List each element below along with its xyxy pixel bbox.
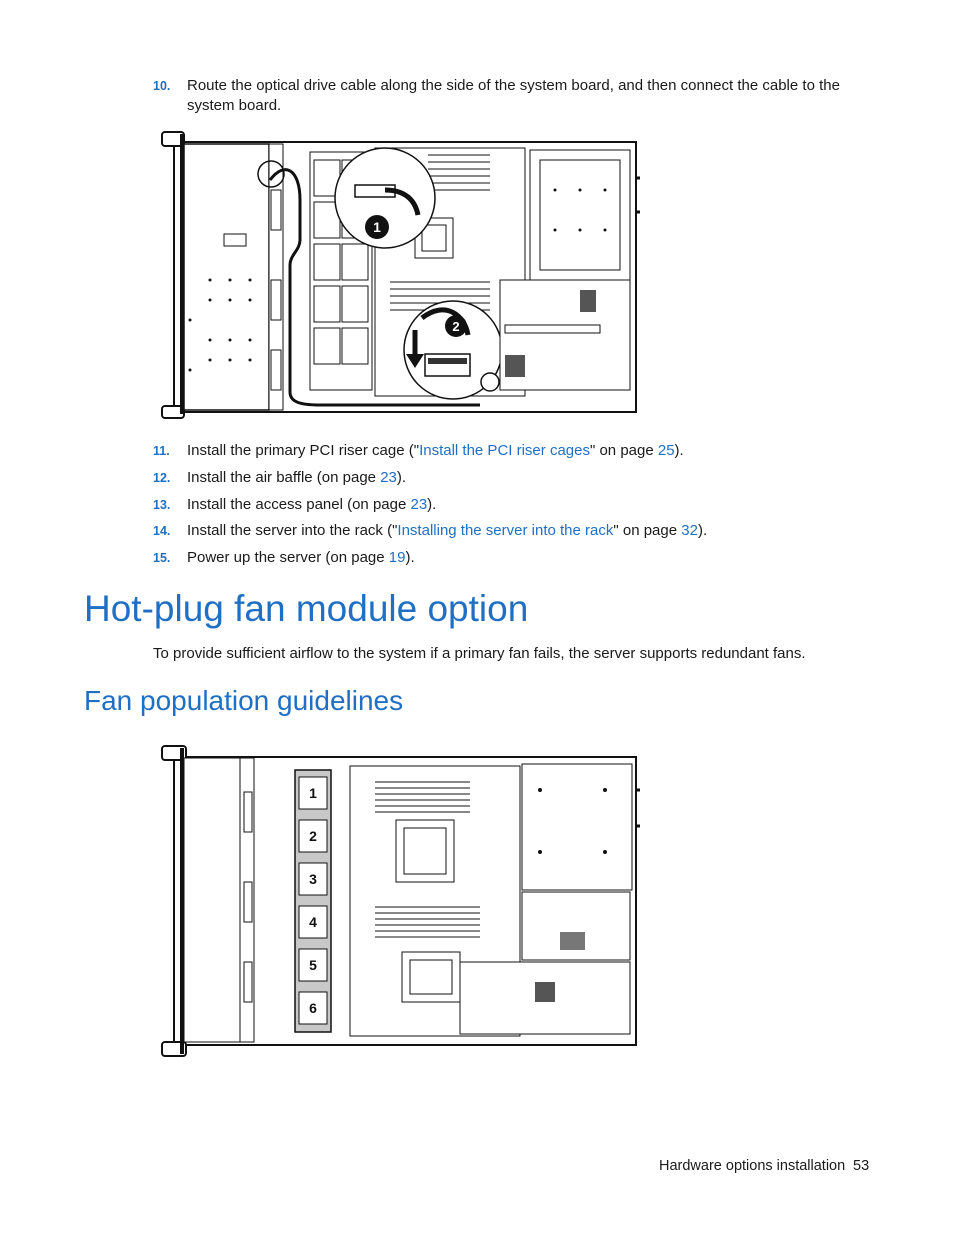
link-install-pci-riser-cages[interactable]: Install the PCI riser cages [419, 442, 590, 459]
fan-label-4: 4 [309, 914, 317, 930]
fan-slots: 1 2 3 4 5 6 [298, 776, 328, 1025]
page-link-19[interactable]: 19 [388, 549, 406, 566]
step-text: ). [697, 522, 708, 539]
link-installing-server-into-rack[interactable]: Installing the server into the rack [397, 522, 614, 539]
step-text: Route the optical drive cable along the … [187, 77, 840, 94]
page-link-23[interactable]: 23 [380, 469, 397, 486]
step-text: Install the air baffle (on page [187, 469, 381, 486]
step-text: ). [427, 496, 437, 513]
step-text: ). [396, 469, 407, 486]
callout-1: 1 [373, 219, 381, 235]
optical-cable-routing-figure: 1 2 [161, 131, 640, 419]
step-text: Install the access panel (on page [187, 496, 411, 513]
step-number: 13. [153, 498, 171, 512]
step-number: 12. [153, 471, 171, 485]
step-text: Install the primary PCI riser cage (" [187, 442, 420, 459]
subsection-heading: Fan population guidelines [84, 685, 404, 716]
step-number: 15. [153, 551, 171, 565]
step-text: Install the server into the rack (" [187, 522, 398, 539]
fan-label-3: 3 [309, 871, 317, 887]
step-number: 14. [153, 524, 171, 538]
step-number: 10. [153, 79, 171, 93]
page-link-25[interactable]: 25 [657, 442, 675, 459]
section-heading: Hot-plug fan module option [84, 588, 529, 629]
footer-section-title: Hardware options installation [659, 1158, 846, 1174]
step-text-continued: system board. [187, 97, 282, 114]
page-link-32[interactable]: 32 [681, 522, 698, 539]
page-link-23[interactable]: 23 [410, 496, 428, 513]
step-text: ). [405, 549, 415, 566]
footer-page-number: 53 [853, 1158, 870, 1174]
step-text: ). [674, 442, 684, 459]
fan-label-5: 5 [309, 957, 317, 973]
step-number: 11. [153, 444, 170, 458]
fan-label-6: 6 [309, 1000, 317, 1016]
fan-label-2: 2 [309, 828, 317, 844]
section-paragraph: To provide sufficient airflow to the sys… [153, 645, 806, 662]
callout-2: 2 [452, 319, 459, 334]
fan-label-1: 1 [309, 785, 317, 801]
fan-population-figure: 1 2 3 4 5 6 [161, 745, 640, 1057]
step-text: Power up the server (on page [187, 549, 389, 566]
step-text: " on page [613, 522, 682, 539]
step-text: " on page [589, 442, 658, 459]
